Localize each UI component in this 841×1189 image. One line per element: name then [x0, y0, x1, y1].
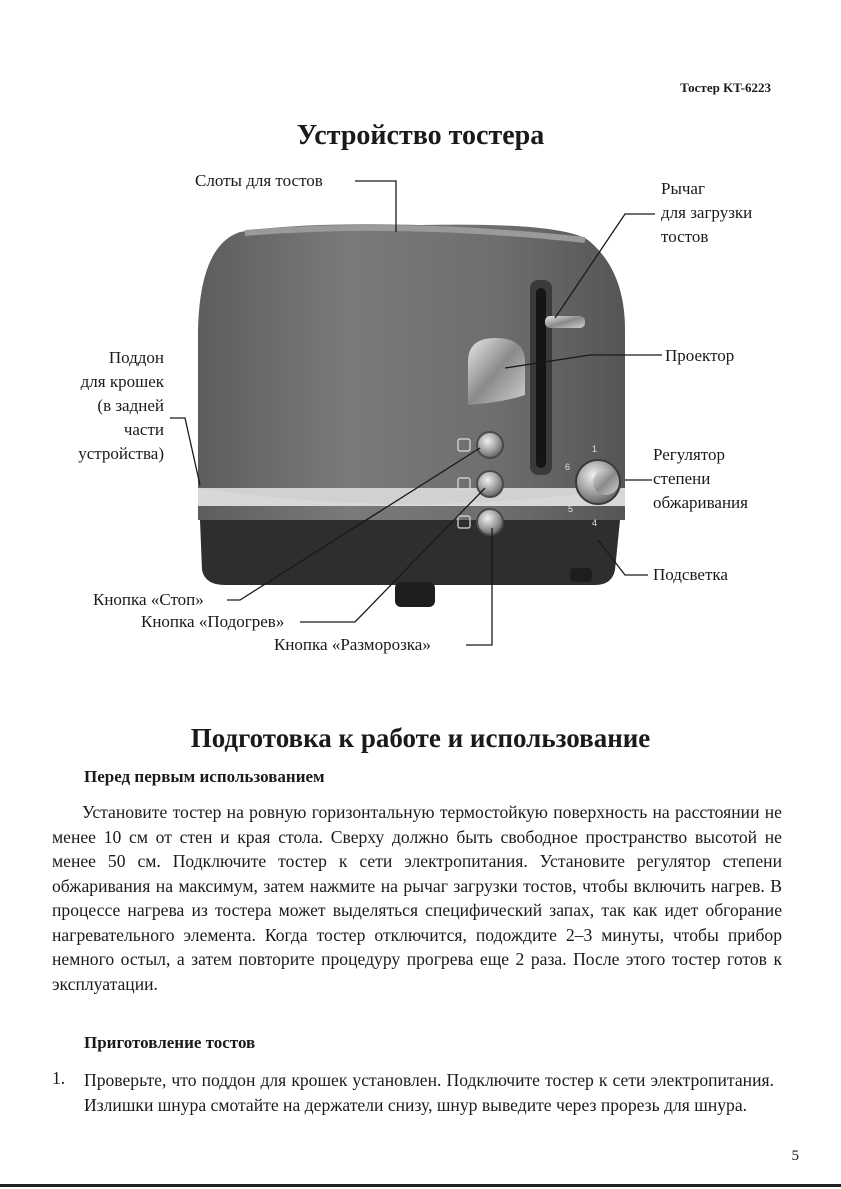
- dial-mark-4: 4: [592, 518, 597, 528]
- paragraph-before-first-use: Установите тостер на ровную горизонтальн…: [52, 802, 782, 994]
- subheading-making-toast: Приготовление тостов: [84, 1033, 256, 1052]
- label-slots: Слоты для тостов: [195, 171, 323, 190]
- label-defrost-button: Кнопка «Разморозка»: [274, 635, 431, 654]
- page-number: 5: [791, 1148, 800, 1164]
- label-lever: Рычаг для загрузки тостов: [661, 179, 753, 246]
- toaster-illustration: 1 6 5 4: [170, 180, 662, 646]
- label-backlight: Подсветка: [653, 565, 728, 584]
- dial-mark-1: 1: [592, 444, 597, 454]
- document-header-model: Тостер KT-6223: [680, 80, 771, 95]
- dial-mark-6: 6: [565, 462, 570, 472]
- dial-mark-5: 5: [568, 504, 573, 514]
- bottom-rule: [0, 1184, 841, 1187]
- diagram-title: Устройство тостера: [296, 120, 545, 151]
- list-item-text: Проверьте, что поддон для крошек установ…: [84, 1070, 774, 1115]
- section-title: Подготовка к работе и использование: [190, 723, 651, 753]
- label-reheat-button: Кнопка «Подогрев»: [141, 612, 285, 631]
- label-stop-button: Кнопка «Стоп»: [93, 590, 204, 609]
- subheading-before-first-use: Перед первым использованием: [84, 767, 325, 786]
- label-regulator: Регулятор степени обжаривания: [653, 445, 748, 512]
- label-crumb-tray: Поддон для крошек (в задней части устрой…: [78, 348, 164, 463]
- list-item-number: 1.: [52, 1068, 66, 1088]
- buttons-group: [457, 431, 504, 536]
- label-projector: Проектор: [665, 346, 735, 365]
